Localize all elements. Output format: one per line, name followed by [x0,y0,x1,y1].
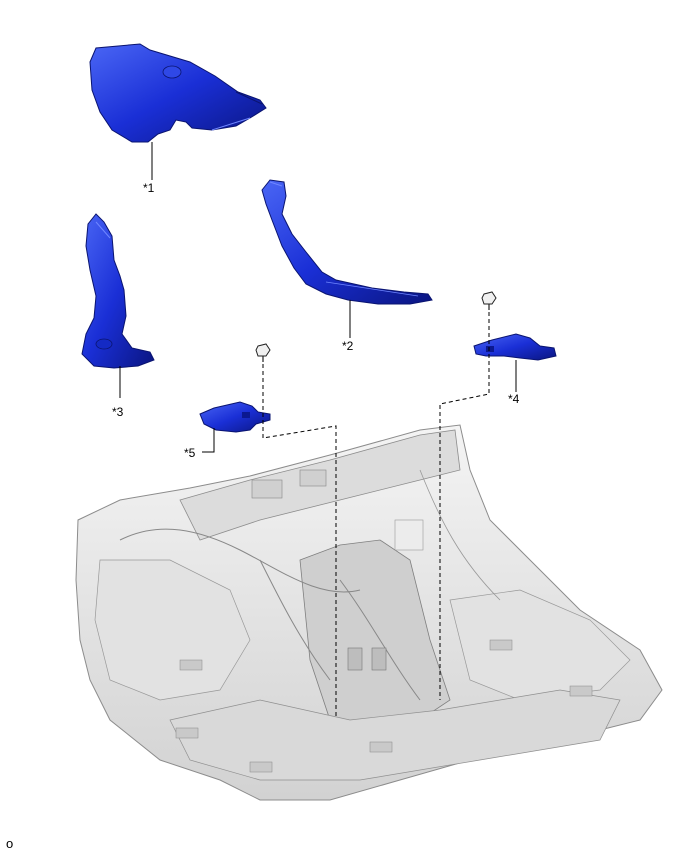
callout-label-3: *3 [112,405,124,419]
illustration-code: o [6,836,14,851]
clip-part-4 [481,291,497,310]
part-1-duct [89,43,267,143]
part-5-bracket [199,401,271,433]
callout-label-1: *1 [143,181,155,195]
callout-label-2: *2 [342,339,354,353]
callout-label-5: *5 [184,446,196,460]
vehicle-floor-assembly [75,424,663,801]
callout-leader-lines [119,142,517,453]
part-3-duct [81,213,155,369]
callout-label-4: *4 [508,392,520,406]
installation-guide-lines [262,312,490,718]
part-2-duct [261,179,433,305]
part-4-bracket [473,333,557,361]
clip-part-5 [255,343,271,362]
